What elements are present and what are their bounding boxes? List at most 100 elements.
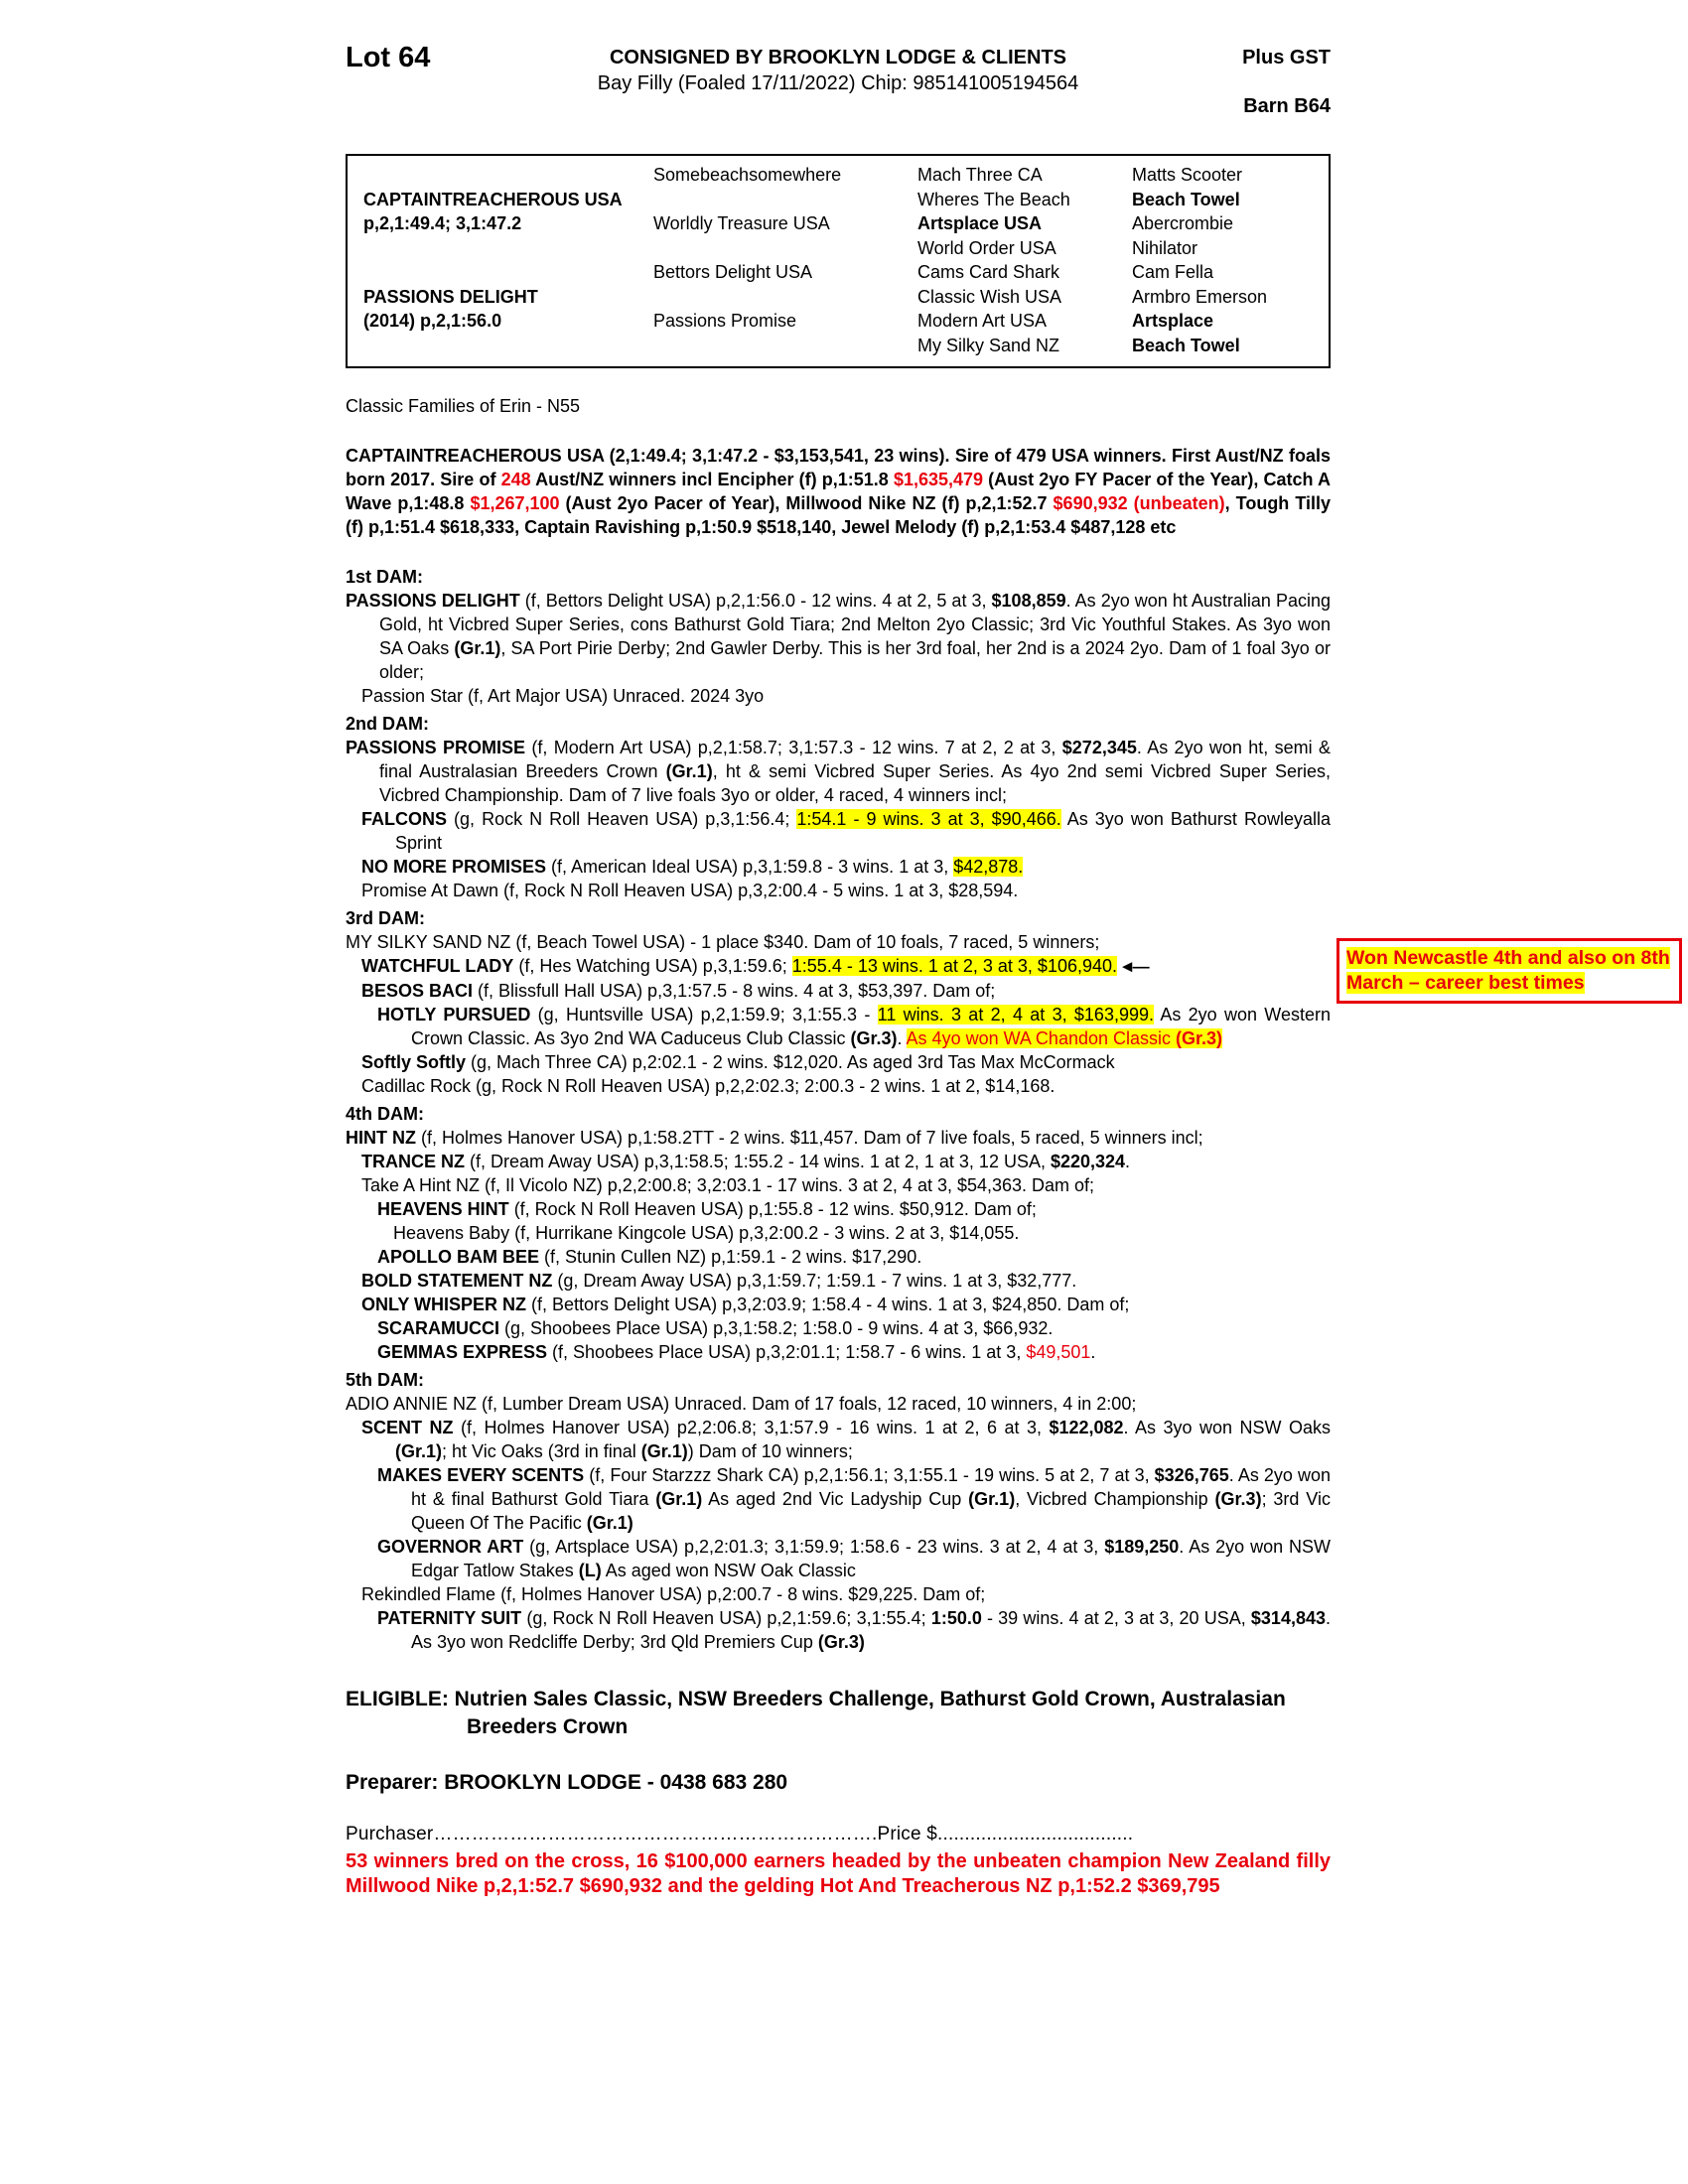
text-segment: $108,859: [991, 591, 1066, 611]
text-segment: . As 2yo won NSW Edgar Tatlow Stakes: [411, 1537, 1332, 1580]
pedigree-line-passion-star: Passion Star (f, Art Major USA) Unraced.…: [346, 684, 1331, 708]
text-segment: 5th DAM:: [346, 1370, 424, 1390]
text-segment: . As 2yo won ht Australian Pacing Gold, …: [379, 591, 1331, 658]
pedigree-line-softly-softly: Softly Softly (g, Mach Three CA) p,2:02.…: [346, 1050, 1331, 1074]
pedigree-cell: [653, 188, 917, 212]
text-segment: $272,345: [1061, 738, 1137, 757]
text-segment: MY SILKY SAND NZ (f, Beach Towel USA) - …: [346, 932, 1100, 952]
text-segment: GOVERNOR ART: [377, 1537, 524, 1557]
pedigree-line-cadillac-rock: Cadillac Rock (g, Rock N Roll Heaven USA…: [346, 1074, 1331, 1098]
pedigree-line-no-more-promises: NO MORE PROMISES (f, American Ideal USA)…: [346, 855, 1331, 879]
preparer-line: Preparer: BROOKLYN LODGE - 0438 683 280: [346, 1771, 1331, 1795]
text-segment: NO MORE PROMISES: [361, 857, 547, 877]
pedigree-cell: Passions Promise: [653, 311, 797, 331]
text-segment: (Gr.3): [817, 1632, 865, 1652]
text-segment: $220,324: [1050, 1152, 1126, 1171]
text-segment: TRANCE NZ: [361, 1152, 465, 1171]
text-segment: PATERNITY SUIT: [377, 1608, 522, 1628]
pedigree-line-bold-statement: BOLD STATEMENT NZ (g, Dream Away USA) p,…: [346, 1269, 1331, 1293]
text-segment: ; 3rd Vic Queen Of The Pacific: [411, 1489, 1331, 1533]
text-segment: WATCHFUL LADY: [361, 956, 514, 976]
pedigree-line-scent-nz: SCENT NZ (f, Holmes Hanover USA) p2,2:06…: [346, 1416, 1331, 1463]
purchaser-line: Purchaser…………………………………………………………….Price $…: [346, 1823, 1331, 1846]
text-segment: $314,843: [1250, 1608, 1326, 1628]
text-segment: , ht & semi Vicbred Super Series. As 4yo…: [379, 761, 1332, 805]
text-segment: , SA Port Pirie Derby; 2nd Gawler Derby.…: [379, 638, 1331, 682]
pedigree-cell: Artsplace: [1132, 311, 1214, 331]
text-segment: (Gr.1): [655, 1489, 703, 1509]
text-segment: Passion Star (f, Art Major USA) Unraced.…: [361, 686, 765, 706]
text-segment: CAPTAINTREACHEROUS USA (2,1:49.4; 3,1:47…: [346, 446, 1331, 489]
text-segment: (L): [578, 1561, 602, 1580]
text-segment: ELIGIBLE: Nutrien Sales Classic, NSW Bre…: [346, 1688, 1286, 1738]
pedigree-cell: [653, 285, 917, 310]
pedigree-line-take-a-hint: Take A Hint NZ (f, Il Vicolo NZ) p,2,2:0…: [346, 1173, 1331, 1197]
pedigree-cell: Armbro Emerson: [1132, 286, 1268, 307]
text-segment: HOTLY PURSUED: [377, 1005, 531, 1024]
annotation-note: Won Newcastle 4th and also on 8th March …: [1336, 938, 1682, 1004]
text-segment: (g, Artsplace USA) p,2,2:01.3; 3,1:59.9;…: [523, 1537, 1105, 1557]
text-segment: (f, Blissfull Hall USA) p,3,1:57.5 - 8 w…: [473, 981, 996, 1001]
header-center: CONSIGNED BY BROOKLYN LODGE & CLIENTS Ba…: [529, 40, 1147, 118]
text-segment: . As 2yo won ht & final Bathurst Gold Ti…: [411, 1465, 1332, 1509]
text-segment: $1,635,479: [893, 470, 984, 489]
pedigree-cell: p,2,1:49.4; 3,1:47.2: [363, 213, 522, 233]
text-segment: (f, Dream Away USA) p,3,1:58.5; 1:55.2 -…: [465, 1152, 1051, 1171]
text-segment: (g, Rock N Roll Heaven USA) p,3,1:56.4;: [447, 809, 797, 829]
text-segment: . As 3yo won Redcliffe Derby; 3rd Qld Pr…: [411, 1608, 1331, 1652]
text-segment: BOLD STATEMENT NZ: [361, 1271, 553, 1291]
pedigree-cell: PASSIONS DELIGHT: [363, 286, 538, 307]
text-segment: (f, Bettors Delight USA) p,3,2:03.9; 1:5…: [526, 1295, 1130, 1314]
text-segment: .: [1125, 1152, 1131, 1171]
text-segment: (Gr.1): [395, 1441, 443, 1461]
text-segment: As 3yo won Bathurst Rowleyalla Sprint: [395, 809, 1331, 853]
pedigree-cell: World Order USA: [917, 237, 1056, 258]
text-segment: (Gr.1): [968, 1489, 1016, 1509]
pedigree-line-gemmas-express: GEMMAS EXPRESS (f, Shoobees Place USA) p…: [346, 1340, 1331, 1364]
heading-3rd-dam: 3rd DAM:: [346, 906, 1331, 930]
barn-label: Barn B64: [1243, 95, 1331, 117]
pedigree-cell: Modern Art USA: [917, 311, 1048, 331]
pedigree-line-watchful-lady: WATCHFUL LADY (f, Hes Watching USA) p,3,…: [346, 938, 1682, 1004]
pedigree-cell: [363, 260, 653, 285]
pedigree-cell: [363, 163, 653, 188]
pedigree-line-promise-at-dawn: Promise At Dawn (f, Rock N Roll Heaven U…: [346, 879, 1331, 902]
pedigree-cell: Wheres The Beach: [917, 189, 1070, 209]
text-segment: (Aust 2yo FY Pacer of the Year), Catch A…: [346, 470, 1331, 513]
pedigree-line-hint-nz: HINT NZ (f, Holmes Hanover USA) p,1:58.2…: [346, 1126, 1331, 1150]
pedigree-cell: Bettors Delight USA: [653, 262, 813, 282]
text-segment: (g, Mach Three CA) p,2:02.1 - 2 wins. $1…: [466, 1052, 1115, 1072]
text-segment: PASSIONS PROMISE: [346, 738, 526, 757]
text-segment: 1:54.1 - 9 wins. 3 at 3, $90,466.: [796, 809, 1061, 829]
pedigree-line-apollo-bam-bee: APOLLO BAM BEE (f, Stunin Cullen NZ) p,1…: [346, 1245, 1331, 1269]
text-segment: (f, Holmes Hanover USA) p2,2:06.8; 3,1:5…: [453, 1418, 1050, 1437]
pedigree-cell: Worldly Treasure USA: [653, 213, 830, 233]
text-segment: (Gr.1): [640, 1441, 688, 1461]
text-segment: . As 3yo won NSW Oaks: [1123, 1418, 1331, 1437]
text-segment: Softly Softly: [361, 1052, 467, 1072]
classic-families-line: Classic Families of Erin - N55: [346, 394, 1331, 418]
text-segment: 248: [500, 470, 531, 489]
text-segment: HINT NZ: [346, 1128, 416, 1148]
annotation-arrow-icon: ◄—: [1117, 957, 1150, 976]
text-segment: As aged 2nd Vic Ladyship Cup: [702, 1489, 969, 1509]
text-segment: BESOS BACI: [361, 981, 474, 1001]
text-segment: Promise At Dawn (f, Rock N Roll Heaven U…: [361, 881, 1019, 900]
text-segment: ) Dam of 10 winners;: [687, 1441, 853, 1461]
text-segment: 3rd DAM:: [346, 908, 425, 928]
pedigree-line-scaramucci: SCARAMUCCI (g, Shoobees Place USA) p,3,1…: [346, 1316, 1331, 1340]
pedigree-cell: Matts Scooter: [1132, 165, 1243, 185]
text-segment: (Gr.3): [1214, 1489, 1262, 1509]
text-segment: (f, American Ideal USA) p,3,1:59.8 - 3 w…: [546, 857, 954, 877]
text-segment: 1:50.0: [930, 1608, 982, 1628]
text-segment: 1st DAM:: [346, 567, 424, 587]
pedigree-line-passions-promise: PASSIONS PROMISE (f, Modern Art USA) p,2…: [346, 736, 1331, 807]
text-segment: Aust/NZ winners incl Encipher (f) p,1:51…: [530, 470, 894, 489]
text-segment: Rekindled Flame (f, Holmes Hanover USA) …: [361, 1584, 986, 1604]
text-segment: , Tough Tilly (f) p,1:51.4 $618,333, Cap…: [346, 493, 1332, 537]
pedigree-line-trance-nz: TRANCE NZ (f, Dream Away USA) p,3,1:58.5…: [346, 1150, 1331, 1173]
pedigree-cell: (2014) p,2,1:56.0: [363, 311, 502, 331]
text-segment: .: [897, 1028, 907, 1048]
text-segment: , Vicbred Championship: [1015, 1489, 1215, 1509]
